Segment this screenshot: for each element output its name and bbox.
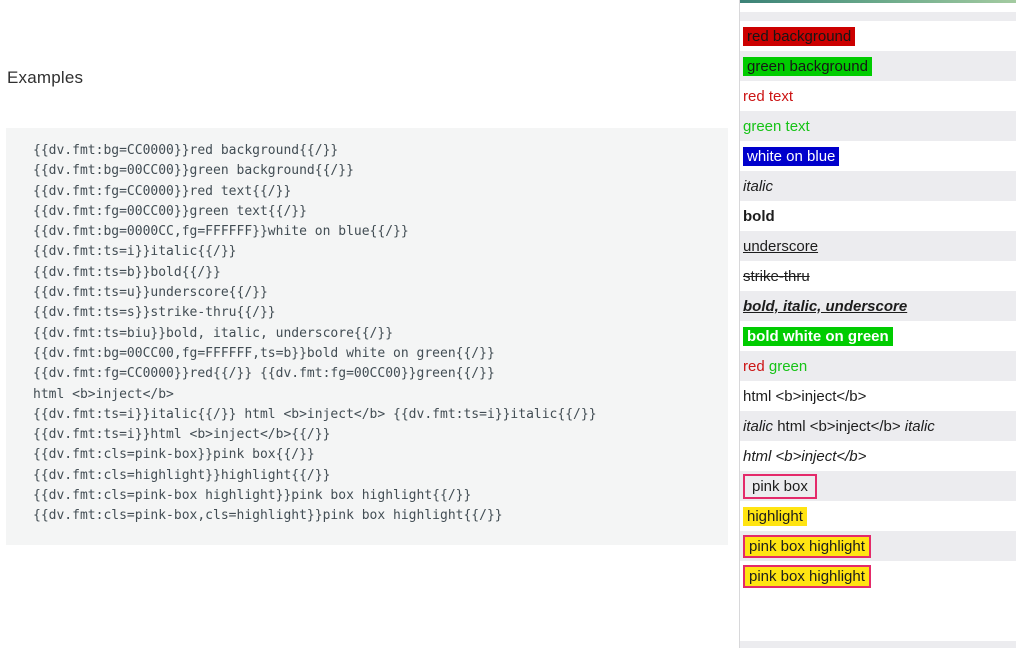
preview-row: underscore [740, 231, 1016, 261]
formatted-text: italic [743, 417, 774, 435]
formatted-text: pink box highlight [743, 564, 871, 588]
formatted-text: italic [904, 417, 935, 435]
preview-row: green background [740, 51, 1016, 81]
gradient-top-bar [740, 0, 1016, 3]
preview-rows: red background green background red text gr… [740, 12, 1016, 591]
formatted-text: html <b>inject</b> [743, 447, 867, 465]
formatted-text: highlight [743, 506, 807, 526]
formatted-text: bold [743, 207, 775, 225]
formatted-text: red [743, 357, 765, 375]
formatted-text: red text [743, 87, 794, 105]
preview-row: bold white on green [740, 321, 1016, 351]
preview-pane: red background green background red text gr… [739, 0, 1016, 648]
formatted-text: strike-thru [743, 267, 810, 285]
preview-row: green text [740, 111, 1016, 141]
code-block: {{dv.fmt:bg=CC0000}}red background{{/}} … [6, 128, 728, 545]
preview-row [740, 12, 1016, 21]
preview-row: html <b>inject</b> [740, 381, 1016, 411]
formatted-text: green background [743, 56, 872, 76]
formatted-text: pink box [743, 473, 817, 499]
formatted-text: white on blue [743, 146, 840, 166]
preview-row: bold, italic, underscore [740, 291, 1016, 321]
formatted-text: red background [743, 26, 856, 46]
preview-row: italic [740, 171, 1016, 201]
formatted-text: italic [743, 177, 774, 195]
formatted-text: bold white on green [743, 326, 893, 346]
preview-row: pink box highlight [740, 561, 1016, 591]
preview-row: red text [740, 81, 1016, 111]
preview-row: html <b>inject</b> [740, 441, 1016, 471]
formatted-text: html <b>inject</b> [773, 417, 905, 435]
preview-row: red background [740, 21, 1016, 51]
formatted-text: underscore [743, 237, 819, 255]
formatted-text: bold, italic, underscore [743, 297, 908, 315]
preview-row: white on blue [740, 141, 1016, 171]
formatted-text: pink box highlight [743, 534, 871, 558]
preview-row: red green [740, 351, 1016, 381]
formatted-text: html <b>inject</b> [743, 387, 867, 405]
formatted-text: green [768, 357, 808, 375]
code-block-text: {{dv.fmt:bg=CC0000}}red background{{/}} … [33, 143, 597, 524]
preview-row: strike-thru [740, 261, 1016, 291]
bottom-stripe [740, 641, 1016, 648]
preview-row: highlight [740, 501, 1016, 531]
formatted-text: green text [743, 117, 810, 135]
doc-column: Examples {{dv.fmt:bg=CC0000}}red backgro… [6, 68, 728, 545]
preview-row: italic html <b>inject</b> italic [740, 411, 1016, 441]
preview-row: bold [740, 201, 1016, 231]
preview-row: pink box [740, 471, 1016, 501]
preview-row: pink box highlight [740, 531, 1016, 561]
examples-heading: Examples [7, 68, 84, 87]
